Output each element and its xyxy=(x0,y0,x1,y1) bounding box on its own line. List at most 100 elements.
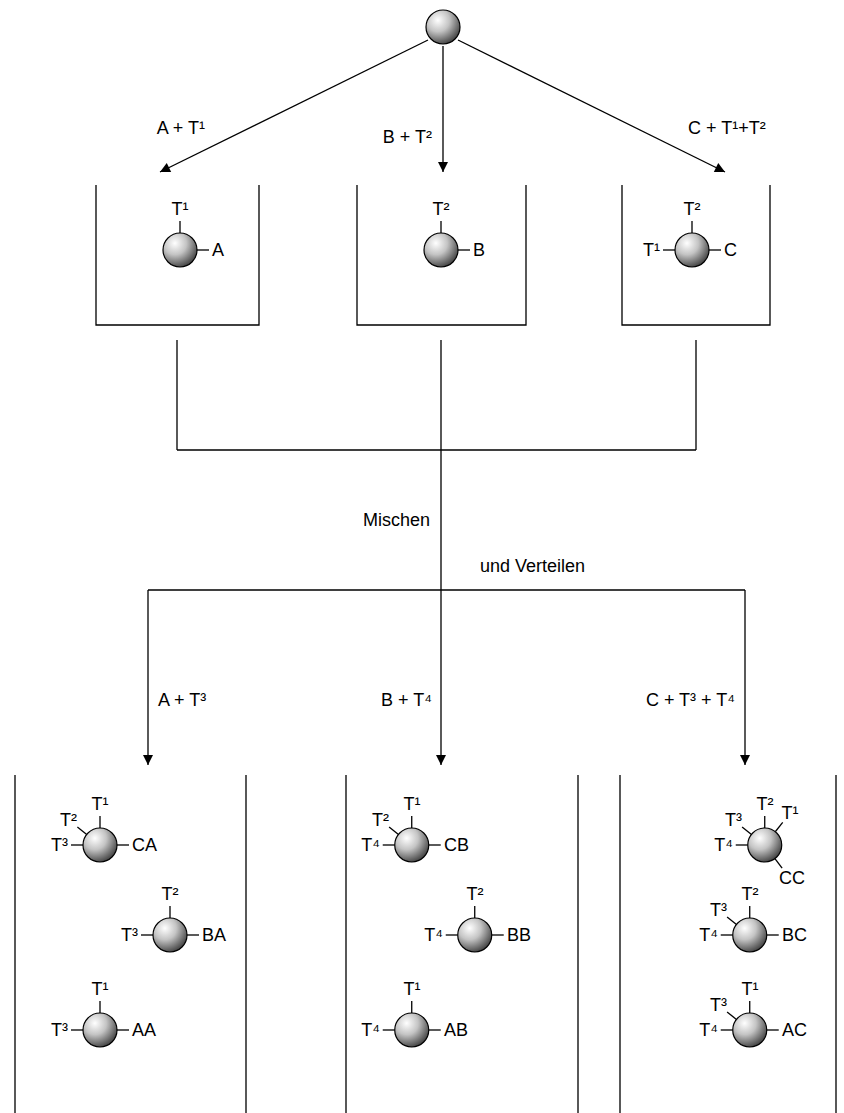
tag-bond xyxy=(776,822,783,831)
tag-bond xyxy=(71,844,83,845)
tag-bond xyxy=(411,816,412,828)
tag-bond xyxy=(383,1029,395,1030)
tag-bond xyxy=(691,221,692,233)
reagent-label: C + T¹+T² xyxy=(688,119,766,137)
bead-tag-label: T¹ xyxy=(742,980,759,998)
split-arrow xyxy=(744,590,745,765)
bead-tag-label: T¹ xyxy=(404,795,421,813)
tag-bond xyxy=(749,906,750,918)
bead-tag-label: AA xyxy=(132,1021,156,1039)
bead-node: T²T¹C xyxy=(640,197,740,270)
tag-bond xyxy=(727,917,736,924)
split-arrow xyxy=(160,40,428,172)
tag-bond xyxy=(71,1029,83,1030)
split-arrow xyxy=(147,590,148,765)
bead-node: T¹T²T³CA xyxy=(48,792,160,865)
bead-tag-label: BC xyxy=(782,926,807,944)
resin-bead xyxy=(395,828,429,862)
bead-tag-label: T⁴ xyxy=(424,926,443,944)
resin-bead xyxy=(748,828,782,862)
bead-tag-label: T³ xyxy=(121,926,138,944)
reaction-vessel xyxy=(622,185,770,325)
tag-bond xyxy=(709,249,721,250)
bead-tag-label: T¹ xyxy=(404,980,421,998)
tag-bond xyxy=(742,827,751,834)
bead-symbol xyxy=(160,197,227,270)
bead-tag-label: T³ xyxy=(710,901,727,919)
bead-tag-label: T² xyxy=(433,200,450,218)
tag-bond xyxy=(749,1001,750,1013)
bead-tag-label: T¹ xyxy=(172,200,189,218)
bead-tag-label: AB xyxy=(444,1021,468,1039)
bead-tag-label: CB xyxy=(444,836,469,854)
bead-node: T¹T³AA xyxy=(48,977,159,1050)
resin-bead xyxy=(395,1013,429,1047)
reagent-label: B + T⁴ xyxy=(381,691,432,709)
resin-bead xyxy=(163,233,197,267)
resin-bead xyxy=(733,1013,767,1047)
reagent-label: Mischen xyxy=(363,511,430,529)
tag-bond xyxy=(197,249,209,250)
reaction-vessel xyxy=(357,185,526,325)
tag-bond xyxy=(458,249,470,250)
resin-bead xyxy=(458,918,492,952)
resin-bead xyxy=(675,233,709,267)
tag-bond xyxy=(440,221,441,233)
bead-node: T¹ T⁴ AB xyxy=(358,977,471,1050)
resin-bead xyxy=(426,10,460,44)
mix-line xyxy=(148,340,745,590)
tag-bond xyxy=(721,1029,733,1030)
tag-bond xyxy=(492,934,504,935)
bead-tag-label: T³ xyxy=(710,996,727,1014)
resin-bead xyxy=(733,918,767,952)
tag-bond xyxy=(99,816,100,828)
reaction-vessel xyxy=(96,185,259,325)
bead-tag-label: T⁴ xyxy=(361,836,380,854)
bead-tag-label: BB xyxy=(507,926,531,944)
reagent-label: B + T² xyxy=(383,128,432,146)
bead-tag-label: BA xyxy=(202,926,226,944)
reagent-label: A + T³ xyxy=(158,691,206,709)
tag-bond xyxy=(736,844,748,845)
bead-tag-label: T³ xyxy=(51,1021,68,1039)
tag-bond xyxy=(99,1001,100,1013)
tag-bond xyxy=(474,906,475,918)
bead-tag-label: T⁴ xyxy=(699,1021,718,1039)
bead-tag-label: T⁴ xyxy=(361,1021,380,1039)
bead-node: T¹T²T⁴CB xyxy=(358,792,472,865)
bead-node: T³T²T¹T⁴CC xyxy=(711,792,808,890)
tag-bond xyxy=(764,816,765,828)
bead-tag-label: T³ xyxy=(725,811,742,829)
tag-bond xyxy=(775,859,782,869)
tag-bond xyxy=(77,827,86,834)
tag-bond xyxy=(169,906,170,918)
tag-bond xyxy=(721,934,733,935)
bead-tag-label: C xyxy=(724,241,737,259)
bead-tag-label: T² xyxy=(162,885,179,903)
resin-bead xyxy=(153,918,187,952)
bead-tag-label: T¹ xyxy=(92,795,109,813)
split-arrow xyxy=(442,46,443,172)
split-arrow xyxy=(440,590,441,765)
tag-bond xyxy=(663,249,675,250)
split-arrow xyxy=(458,40,725,172)
tag-bond xyxy=(179,221,180,233)
tag-bond xyxy=(446,934,458,935)
tag-bond xyxy=(727,1012,736,1019)
bead-tag-label: T² xyxy=(757,795,774,813)
bead-tag-label: T² xyxy=(467,885,484,903)
bead-tag-label: T² xyxy=(684,200,701,218)
bead-node: T¹ A xyxy=(160,197,227,270)
bead-tag-label: A xyxy=(212,241,224,259)
tag-bond xyxy=(117,844,129,845)
tag-bond xyxy=(389,827,398,834)
bead-tag-label: CC xyxy=(779,869,805,887)
reagent-label: C + T³ + T⁴ xyxy=(646,691,735,709)
tag-bond xyxy=(767,1029,779,1030)
tag-bond xyxy=(187,934,199,935)
resin-bead xyxy=(424,233,458,267)
reagent-label: A + T¹ xyxy=(157,119,205,137)
tag-bond xyxy=(429,1029,441,1030)
